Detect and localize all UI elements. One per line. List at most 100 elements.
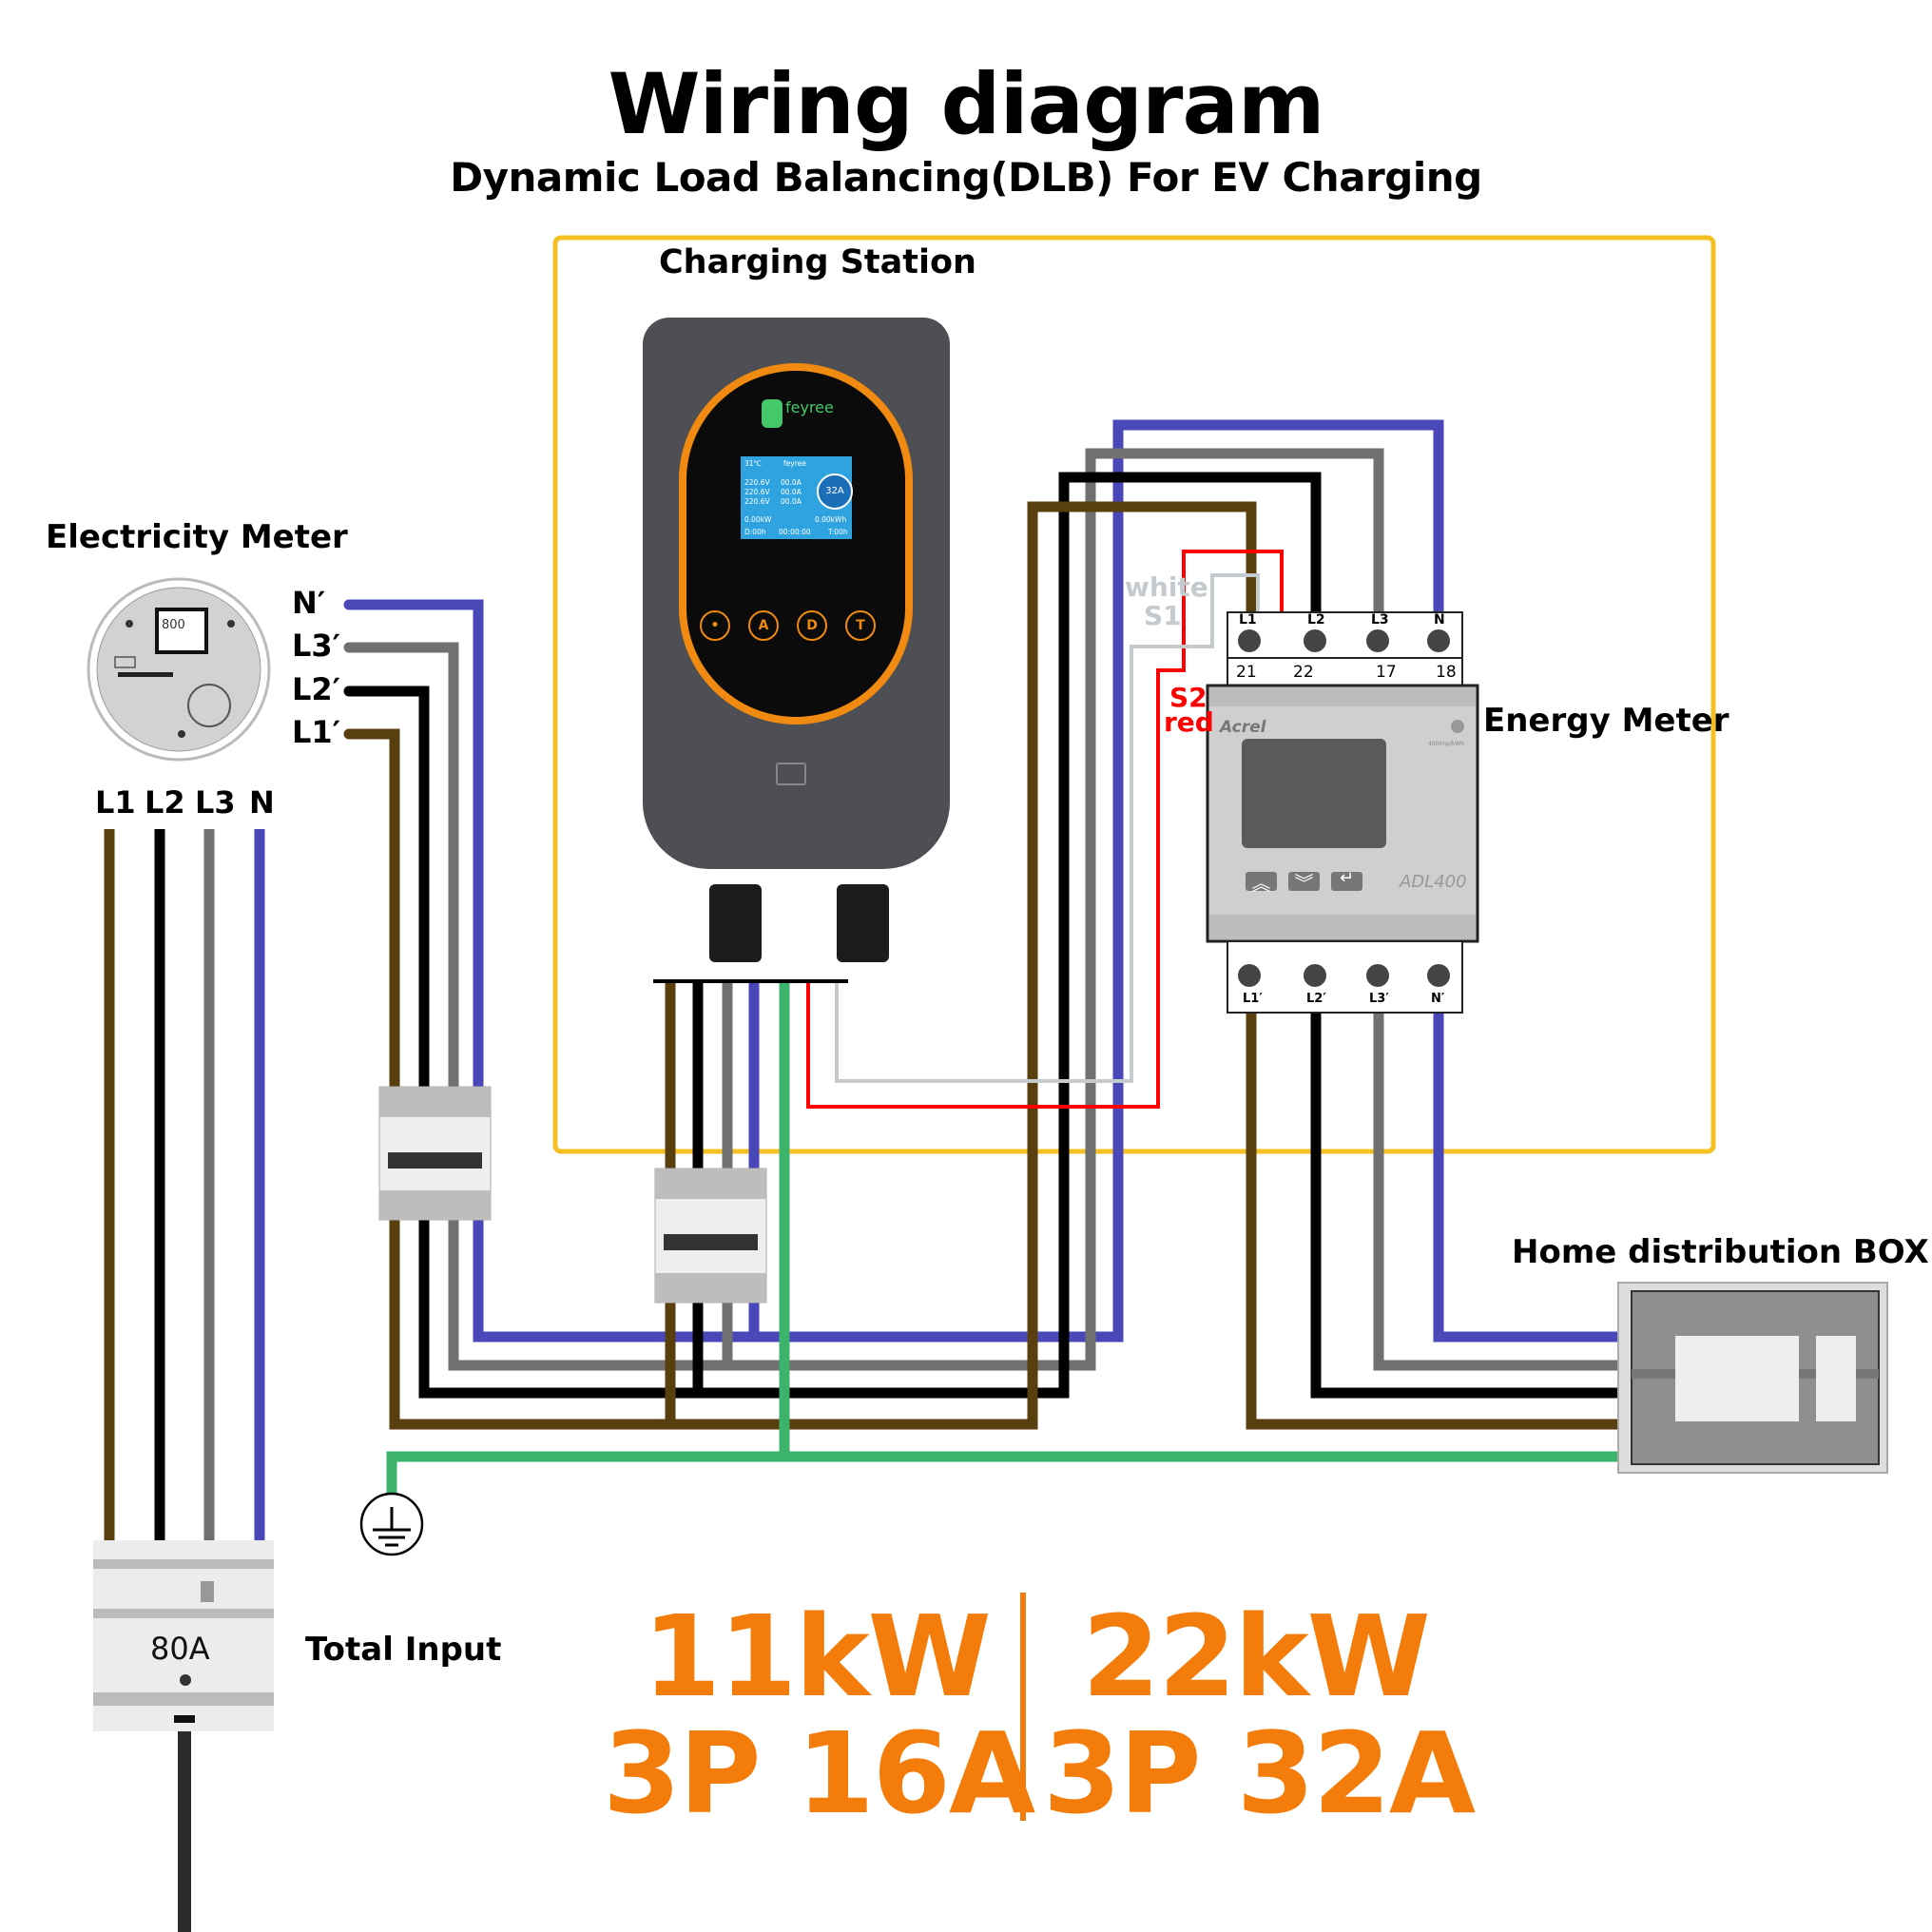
label-l3-prime: L3′ (292, 628, 341, 664)
screen-t-time: T:00h (828, 528, 848, 536)
home-L1 (1246, 1013, 1618, 1430)
breaker-1 (378, 1086, 492, 1221)
electricity-meter-label: Electricity Meter (46, 518, 348, 556)
energy-meter-bottom-screws (1227, 962, 1462, 991)
em-top-label-l2: L2 (1307, 612, 1325, 628)
em-top-label-l1: L1 (1239, 612, 1257, 628)
rating-right-spec: 3P 32A (1043, 1708, 1476, 1839)
screen-power: 0.00kW (744, 515, 772, 524)
total-input-rating: 80A (150, 1631, 210, 1667)
home-feed-wires (1246, 1013, 1618, 1430)
screen-voltage-1: 220.6V (744, 478, 770, 487)
meter-display-value: 800 (162, 618, 185, 632)
screen-energy: 0.00kWh (815, 515, 847, 524)
rating-right-power: 22kW (1082, 1591, 1431, 1722)
em-top-label-l3: L3 (1371, 612, 1389, 628)
bus-L2 (418, 472, 1322, 1399)
bus-L1 (389, 501, 1257, 1430)
rating-divider (1020, 1593, 1026, 1821)
em-aux-18: 18 (1436, 663, 1457, 682)
label-l1-prime: L1′ (292, 714, 341, 750)
charger-gland-left (709, 884, 762, 962)
bus-wires (389, 419, 1444, 1430)
bus-N (473, 419, 1444, 1343)
em-model: ADL400 (1400, 872, 1467, 892)
screen-d-time: D:00h (744, 528, 766, 536)
screen-voltage-2: 220.6V (744, 488, 770, 496)
energy-meter-top-screws (1227, 628, 1462, 656)
s2-color-label: red (1164, 706, 1214, 738)
wire-L3-out (343, 642, 459, 1092)
charger-button-d[interactable]: D (797, 610, 827, 641)
label-n-prime: N′ (292, 585, 326, 621)
label-n: N (249, 784, 275, 821)
rating-left-power: 11kW (643, 1591, 992, 1722)
home-box-label: Home distribution BOX (1512, 1233, 1929, 1271)
charger-button-a[interactable]: A (748, 610, 779, 641)
terminal-screw-icon (1238, 964, 1261, 987)
energy-meter (1206, 611, 1479, 1014)
charger-button-t[interactable]: T (845, 610, 876, 641)
em-aux-22: 22 (1293, 663, 1314, 682)
em-brand: Acrel (1220, 718, 1266, 737)
charging-station-label: Charging Station (659, 243, 976, 281)
terminal-screw-icon (1304, 964, 1326, 987)
em-bottom-label-l1: L1′ (1243, 992, 1263, 1006)
charger-brand: feyree (785, 398, 834, 416)
em-aux-21: 21 (1236, 663, 1257, 682)
page-subtitle: Dynamic Load Balancing(DLB) For EV Charg… (450, 154, 1482, 201)
em-up-button[interactable]: ︽ (1251, 872, 1271, 895)
breaker-2 (654, 1168, 767, 1304)
em-bottom-label-n: N′ (1431, 992, 1445, 1006)
total-input-label: Total Input (305, 1631, 502, 1669)
rating-left-spec: 3P 16A (603, 1708, 1035, 1839)
wire-N-out (343, 599, 484, 1092)
charger-black-panel (686, 371, 905, 717)
energy-meter-label: Energy Meter (1483, 702, 1729, 740)
screen-current-limit: 32A (817, 473, 853, 510)
em-enter-button[interactable]: ↵ (1339, 868, 1355, 888)
meter-input-wires (104, 829, 265, 1542)
terminal-screw-icon (1427, 964, 1450, 987)
screen-current-3: 00.0A (781, 497, 802, 506)
charger-button-row: • A D T (700, 610, 890, 658)
terminal-screw-icon (1366, 629, 1389, 652)
terminal-screw-icon (1238, 629, 1261, 652)
terminal-screw-icon (1427, 629, 1450, 652)
bus-L3 (448, 448, 1384, 1371)
terminal-screw-icon (1366, 964, 1389, 987)
label-l3: L3 (195, 784, 236, 821)
rfid-card-icon (776, 763, 806, 785)
label-l1: L1 (95, 784, 136, 821)
total-input-breaker (93, 1540, 274, 1932)
home-L3 (1373, 1013, 1618, 1371)
em-bottom-label-l3: L3′ (1369, 992, 1389, 1006)
feyree-logo-icon (762, 399, 782, 428)
terminal-screw-icon (1304, 629, 1326, 652)
screen-current-2: 00.0A (781, 488, 802, 496)
page-title: Wiring diagram (608, 55, 1324, 153)
home-distribution-box (1617, 1282, 1888, 1474)
ct-wire-S1-white (835, 573, 1260, 1083)
ct-wire-S2-red (806, 550, 1284, 1109)
home-N (1433, 1013, 1618, 1343)
electricity-meter (87, 577, 271, 762)
meter-output-wires (343, 599, 484, 1092)
screen-voltage-3: 220.6V (744, 497, 770, 506)
s1-color-label: white (1125, 571, 1208, 603)
home-L2 (1310, 1013, 1618, 1399)
screen-current-1: 00.0A (781, 478, 802, 487)
em-bottom-label-l2: L2′ (1306, 992, 1326, 1006)
charger-button-power[interactable]: • (700, 610, 730, 641)
charger-screen: 31℃ feyree 220.6V 00.0A 220.6V 00.0A 220… (741, 456, 853, 539)
wire-L1-out (343, 728, 400, 1092)
em-aux-17: 17 (1376, 663, 1397, 682)
em-pulse: 400imp/kWh (1428, 741, 1465, 747)
s1-label: S1 (1144, 600, 1182, 631)
em-down-button[interactable]: ︾ (1294, 872, 1314, 895)
screen-brand: feyree (783, 459, 806, 468)
label-l2: L2 (145, 784, 185, 821)
em-top-label-n: N (1434, 612, 1445, 628)
label-l2-prime: L2′ (292, 671, 341, 707)
